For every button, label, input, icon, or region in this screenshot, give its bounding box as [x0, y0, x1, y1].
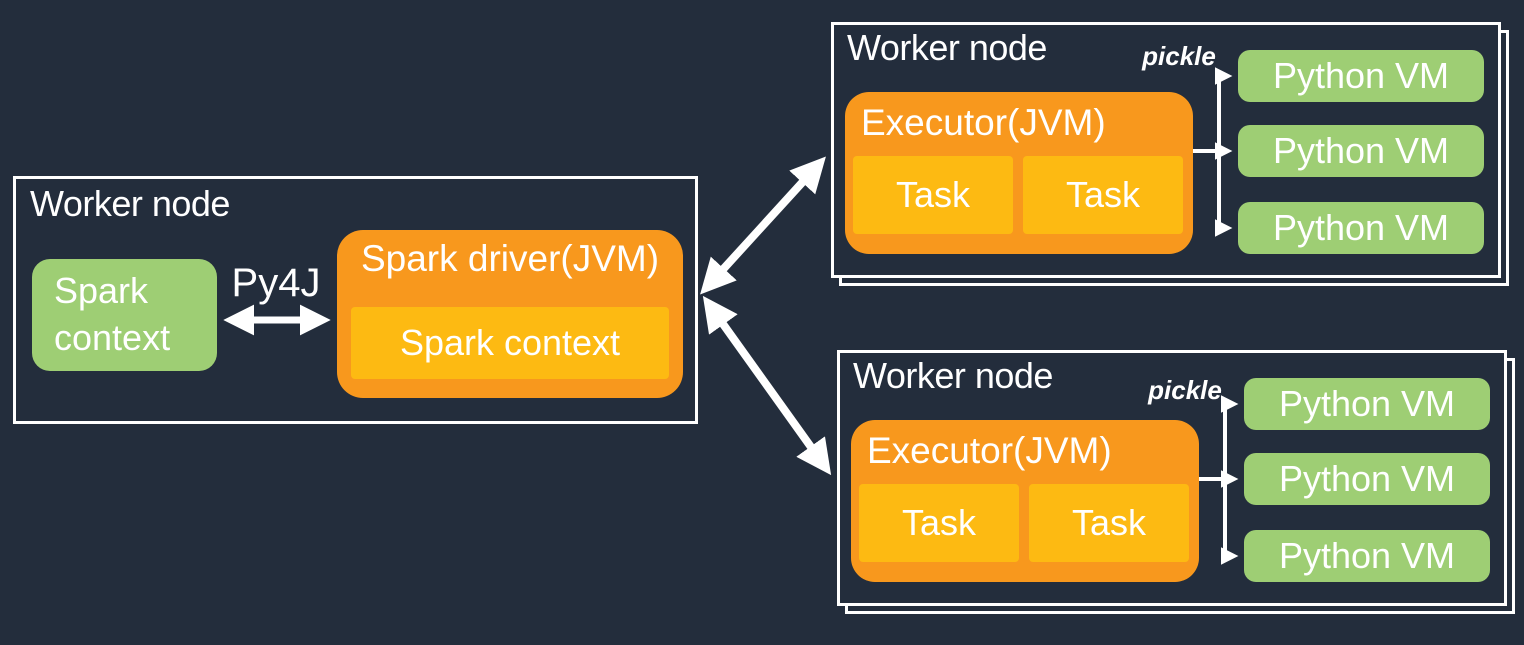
python-vm-box: Python VM: [1238, 125, 1484, 177]
jvm-spark-context-box: Spark context: [351, 307, 669, 379]
py4j-label: Py4J: [231, 261, 321, 305]
worker-node-1-title: Worker node: [847, 27, 1047, 68]
worker-node-1-box: Worker node pickle Executor(JVM) Task Ta…: [831, 22, 1501, 278]
task-label: Task: [1065, 174, 1141, 215]
python-spark-context-label: Spark context: [54, 270, 171, 358]
python-vm-label: Python VM: [1278, 535, 1456, 576]
python-vm-label: Python VM: [1272, 55, 1450, 96]
python-spark-context-box: Spark context: [32, 259, 217, 371]
python-vm-label: Python VM: [1278, 458, 1456, 499]
python-vm-box: Python VM: [1238, 202, 1484, 254]
python-vm-label: Python VM: [1272, 130, 1450, 171]
python-vm-box: Python VM: [1238, 50, 1484, 102]
worker-node-2-box: Worker node pickle Executor(JVM) Task Ta…: [837, 350, 1507, 606]
jvm-spark-context-label: Spark context: [399, 322, 621, 363]
task-label: Task: [895, 174, 971, 215]
worker-node-1-executor-title: Executor(JVM): [861, 102, 1106, 143]
python-vm-box: Python VM: [1244, 378, 1490, 430]
worker-node-2-executor-box: Executor(JVM) Task Task: [851, 420, 1199, 582]
python-vm-label: Python VM: [1272, 207, 1450, 248]
worker-node-1-pickle-label: pickle: [1142, 41, 1216, 71]
driver-worker-node-box: Worker node Spark context Py4J Spark dri…: [13, 176, 698, 424]
worker-node-1-executor-box: Executor(JVM) Task Task: [845, 92, 1193, 254]
driver-to-worker2-bidirectional-arrow: [702, 295, 832, 476]
python-vm-label: Python VM: [1278, 383, 1456, 424]
worker-node-2-title: Worker node: [853, 355, 1053, 396]
driver-to-worker1-bidirectional-arrow: [700, 156, 826, 295]
spark-driver-jvm-title: Spark driver(JVM): [360, 238, 660, 279]
driver-worker-node-title: Worker node: [30, 183, 230, 224]
task-box: Task: [853, 156, 1013, 234]
task-box: Task: [1023, 156, 1183, 234]
worker-node-2-executor-title: Executor(JVM): [867, 430, 1112, 471]
task-label: Task: [1071, 502, 1147, 543]
worker-node-2-pickle-label: pickle: [1148, 375, 1222, 405]
task-label: Task: [901, 502, 977, 543]
python-vm-box: Python VM: [1244, 530, 1490, 582]
spark-driver-jvm-box: Spark driver(JVM) Spark context: [337, 230, 683, 398]
task-box: Task: [1029, 484, 1189, 562]
task-box: Task: [859, 484, 1019, 562]
python-vm-box: Python VM: [1244, 453, 1490, 505]
